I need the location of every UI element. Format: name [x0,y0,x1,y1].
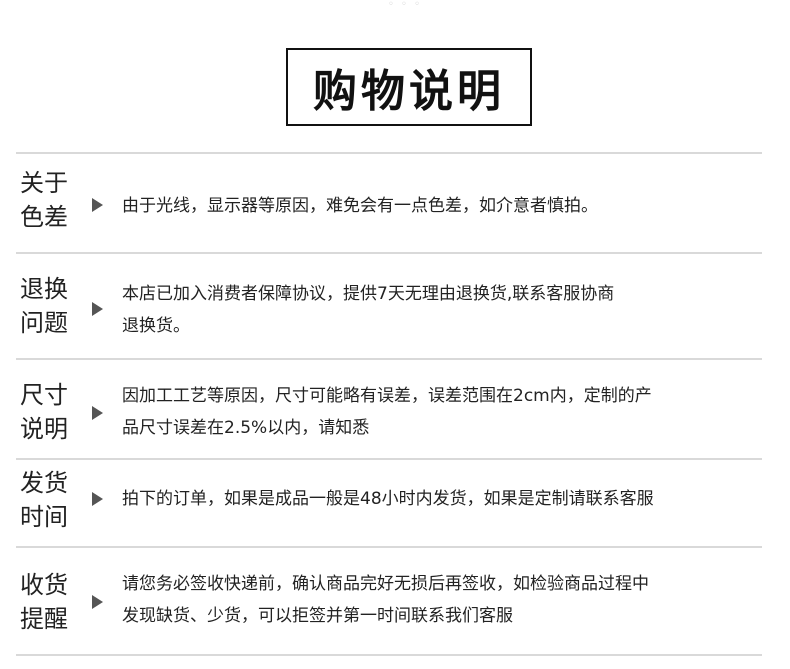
page-title: 购物说明 [313,66,505,117]
section-text-line: 拍下的订单，如果是成品一般是48小时内发货，如果是定制请联系客服 [122,489,654,509]
divider [16,546,762,548]
divider [16,654,762,656]
top-decoration: ◦ ◦ ◦ [387,0,423,10]
section-text-line: 本店已加入消费者保障协议，提供7天无理由退换货,联系客服协商 [122,284,615,304]
section-label-line: 退换 [20,275,68,303]
section-text-line: 因加工工艺等原因，尺寸可能略有误差，误差范围在2cm内，定制的产 [122,386,652,406]
divider [16,458,762,460]
divider [16,358,762,360]
section-label: 关于 色差 [20,166,80,234]
title-box: 购物说明 [286,48,532,126]
section-label-line: 色差 [20,203,68,231]
arrow-right-icon [92,198,103,212]
section-text-line: 退换货。 [122,316,190,336]
section-label-line: 尺寸 [20,381,68,409]
section-returns: 退换 问题 本店已加入消费者保障协议，提供7天无理由退换货,联系客服协商 退换货… [0,254,790,358]
section-label-line: 发货 [20,469,68,497]
section-text-line: 请您务必签收快递前，确认商品完好无损后再签收，如检验商品过程中 [122,574,649,594]
section-text-line: 由于光线，显示器等原因，难免会有一点色差，如介意者慎拍。 [122,196,598,216]
section-text: 拍下的订单，如果是成品一般是48小时内发货，如果是定制请联系客服 [122,483,762,515]
section-shipping: 发货 时间 拍下的订单，如果是成品一般是48小时内发货，如果是定制请联系客服 [0,460,790,546]
section-label: 收货 提醒 [20,568,80,636]
section-label-line: 问题 [20,309,68,337]
arrow-right-icon [92,595,103,609]
section-label: 发货 时间 [20,466,80,534]
section-text: 由于光线，显示器等原因，难免会有一点色差，如介意者慎拍。 [122,190,762,222]
arrow-right-icon [92,492,103,506]
arrow-right-icon [92,406,103,420]
divider [16,252,762,254]
divider [16,152,762,154]
section-color-difference: 关于 色差 由于光线，显示器等原因，难免会有一点色差，如介意者慎拍。 [0,154,790,252]
section-text: 本店已加入消费者保障协议，提供7天无理由退换货,联系客服协商 退换货。 [122,278,762,342]
section-label-line: 关于 [20,169,68,197]
section-label-line: 时间 [20,503,68,531]
section-label-line: 提醒 [20,605,68,633]
section-text-line: 品尺寸误差在2.5%以内，请知悉 [122,418,370,438]
section-label-line: 收货 [20,571,68,599]
section-text-line: 发现缺货、少货，可以拒签并第一时间联系我们客服 [122,606,513,626]
arrow-right-icon [92,302,103,316]
section-label: 尺寸 说明 [20,378,80,446]
section-text: 因加工工艺等原因，尺寸可能略有误差，误差范围在2cm内，定制的产 品尺寸误差在2… [122,380,762,444]
section-receipt: 收货 提醒 请您务必签收快递前，确认商品完好无损后再签收，如检验商品过程中 发现… [0,548,790,652]
section-size: 尺寸 说明 因加工工艺等原因，尺寸可能略有误差，误差范围在2cm内，定制的产 品… [0,360,790,458]
section-label-line: 说明 [20,415,68,443]
section-text: 请您务必签收快递前，确认商品完好无损后再签收，如检验商品过程中 发现缺货、少货，… [122,568,762,632]
section-label: 退换 问题 [20,272,80,340]
